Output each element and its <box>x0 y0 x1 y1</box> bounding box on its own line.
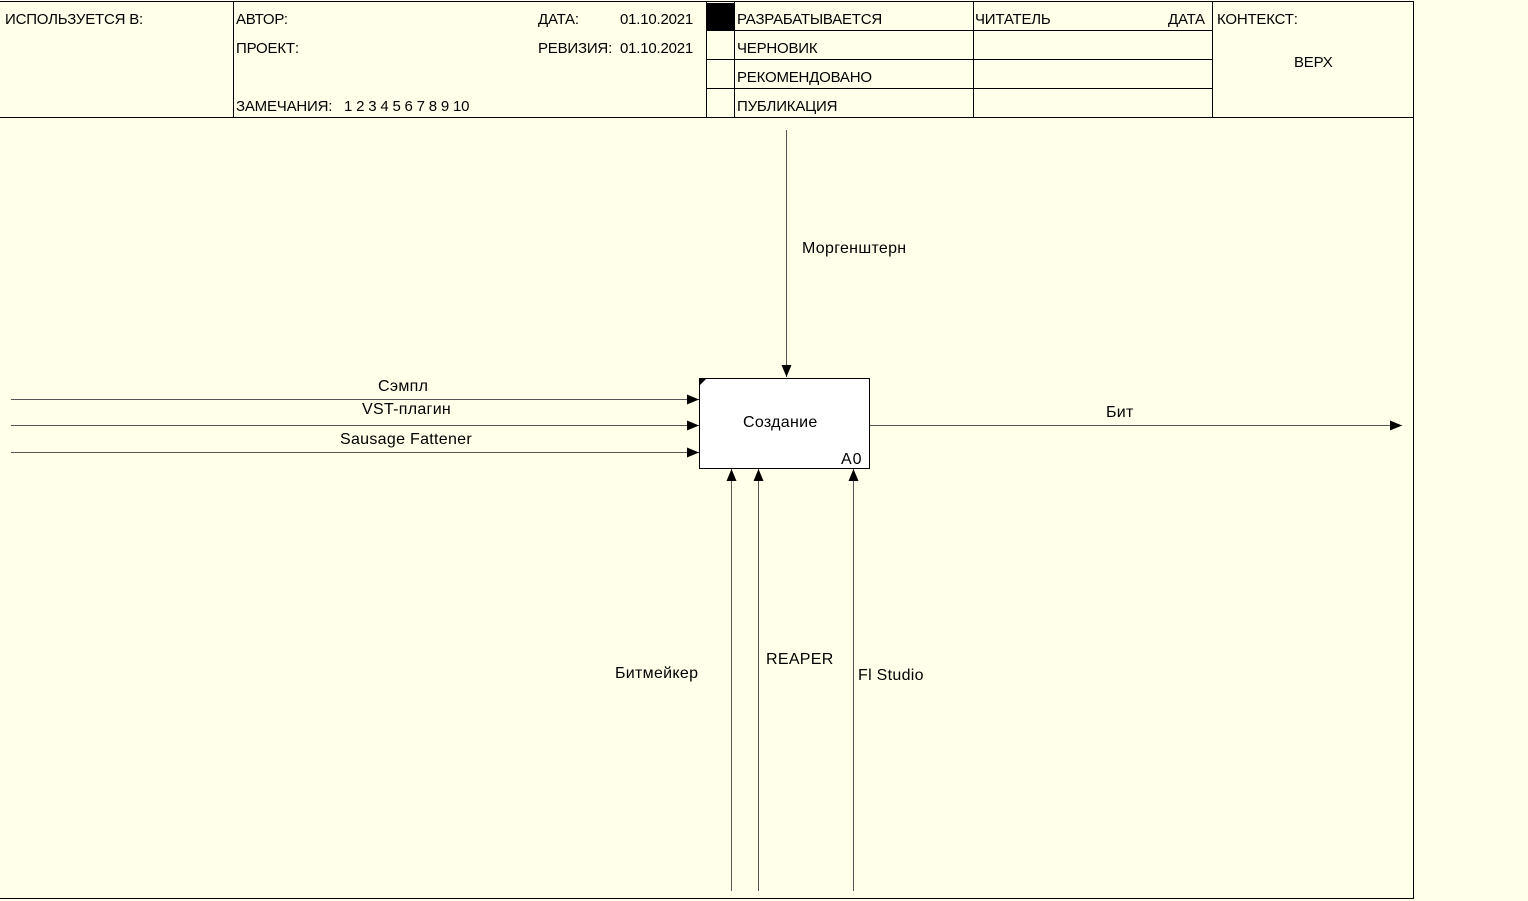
output-label[interactable]: Бит <box>1106 404 1134 421</box>
context-value: ВЕРХ <box>1294 54 1333 71</box>
date-value: 01.10.2021 <box>620 11 694 28</box>
notes-label: ЗАМЕЧАНИЯ: <box>236 98 333 115</box>
header-bottom-border <box>0 117 1414 118</box>
date-label: ДАТА: <box>538 11 579 28</box>
activity-name: Создание <box>743 414 818 431</box>
input-label[interactable]: Sausage Fattener <box>340 431 472 448</box>
reader-date-label: ДАТА <box>1168 11 1205 28</box>
mechanism-label[interactable]: REAPER <box>766 651 834 668</box>
revision-label: РЕВИЗИЯ: <box>538 40 613 57</box>
context-label: КОНТЕКСТ: <box>1217 11 1298 28</box>
status-row-divider <box>706 88 1213 89</box>
frame-right-border <box>1413 1 1414 899</box>
activity-box-a0[interactable]: Создание A0 <box>699 378 870 469</box>
project-label: ПРОЕКТ: <box>236 40 299 57</box>
input-label[interactable]: Сэмпл <box>378 378 429 395</box>
reader-label: ЧИТАТЕЛЬ <box>975 11 1051 28</box>
header-divider <box>233 1 234 118</box>
used-in-label: ИСПОЛЬЗУЕТСЯ В: <box>5 11 144 28</box>
revision-value: 01.10.2021 <box>620 40 694 57</box>
author-label: АВТОР: <box>236 11 288 28</box>
status-recommended: РЕКОМЕНДОВАНО <box>737 69 872 86</box>
input-label[interactable]: VST-плагин <box>362 401 452 418</box>
status-working-mark <box>707 3 735 31</box>
mechanism-label[interactable]: Fl Studio <box>858 667 924 684</box>
control-label[interactable]: Моргенштерн <box>802 240 907 257</box>
status-working: РАЗРАБАТЫВАЕТСЯ <box>737 11 883 28</box>
box-corner-mark <box>700 379 706 385</box>
status-draft: ЧЕРНОВИК <box>737 40 818 57</box>
status-row-divider <box>706 30 1213 31</box>
status-row-divider <box>706 59 1213 60</box>
notes-numbers: 1 2 3 4 5 6 7 8 9 10 <box>344 98 470 115</box>
frame-top-border <box>0 1 1414 2</box>
mechanism-label[interactable]: Битмейкер <box>615 665 699 682</box>
status-publication: ПУБЛИКАЦИЯ <box>737 98 838 115</box>
activity-node-number: A0 <box>841 451 863 468</box>
frame-bottom-border <box>0 898 1414 899</box>
